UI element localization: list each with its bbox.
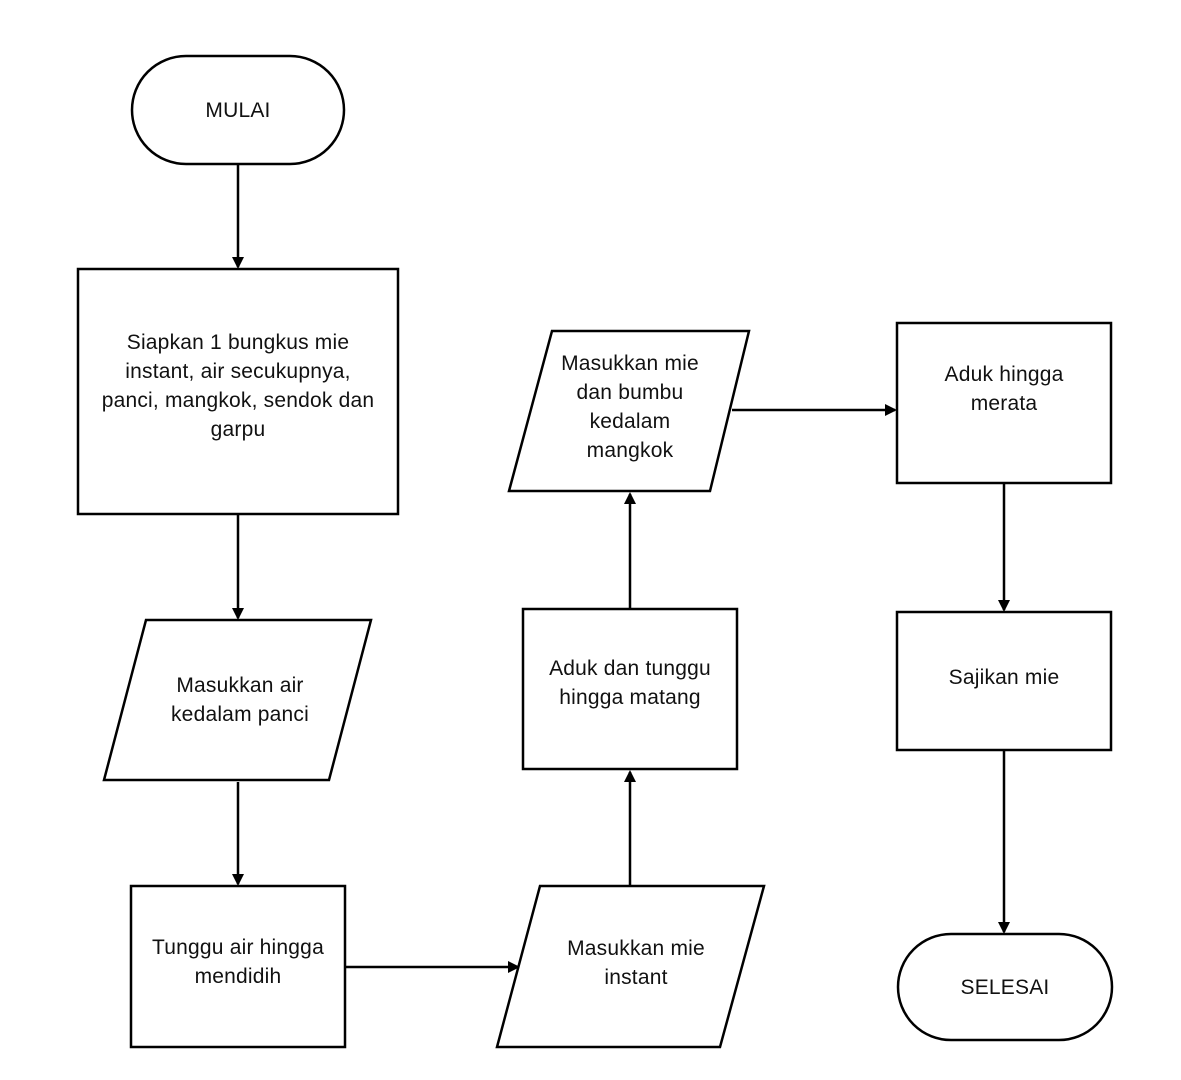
serve-process-shape: [895, 610, 1113, 752]
stir-even-process: Aduk hingga merata: [897, 323, 1111, 483]
wait-boil-process-shape: [129, 884, 347, 1049]
node-label-start: MULAI: [205, 98, 271, 122]
end-terminator: SELESAI: [898, 934, 1112, 1040]
node-label-end: SELESAI: [960, 975, 1050, 999]
node-label-stir-even: Aduk hingga merata: [944, 363, 1064, 415]
node-label-add-noodles: Masukkan mie instant: [567, 936, 705, 989]
shapes: [76, 54, 1114, 1049]
prepare-process-shape: [76, 267, 400, 516]
serve-process: Sajikan mie: [897, 612, 1111, 750]
prepare-process: Siapkan 1 bungkus mie instant, air secuk…: [78, 269, 398, 514]
to-bowl-io-shape: [507, 329, 751, 493]
node-label-add-water: Masukkan air kedalam panci: [170, 674, 309, 726]
start-terminator: MULAI: [132, 56, 344, 164]
node-label-serve: Sajikan mie: [948, 665, 1060, 689]
add-noodles-io: Masukkan mie instant: [518, 886, 744, 1047]
end-terminator-shape: [896, 932, 1114, 1042]
node-label-stir-wait: Aduk dan tunggu hingga matang: [549, 657, 711, 709]
to-bowl-io: Masukkan mie dan bumbu kedalam mangkok: [530, 331, 730, 491]
node-label-wait-boil: Tunggu air hingga mendidih: [152, 935, 324, 988]
stir-wait-process: Aduk dan tunggu hingga matang: [523, 609, 737, 769]
wait-boil-process: Tunggu air hingga mendidih: [131, 886, 345, 1047]
node-label-prepare: Siapkan 1 bungkus mie instant, air secuk…: [101, 330, 375, 441]
stir-even-process-shape: [895, 321, 1113, 485]
add-water-io: Masukkan air kedalam panci: [124, 620, 350, 780]
node-label-to-bowl: Masukkan mie dan bumbu kedalam mangkok: [561, 352, 699, 462]
stir-wait-process-shape: [521, 607, 739, 771]
connectors: [232, 165, 1010, 973]
add-water-io-shape: [102, 618, 373, 782]
start-terminator-shape: [130, 54, 346, 166]
add-noodles-io-shape: [495, 884, 766, 1049]
